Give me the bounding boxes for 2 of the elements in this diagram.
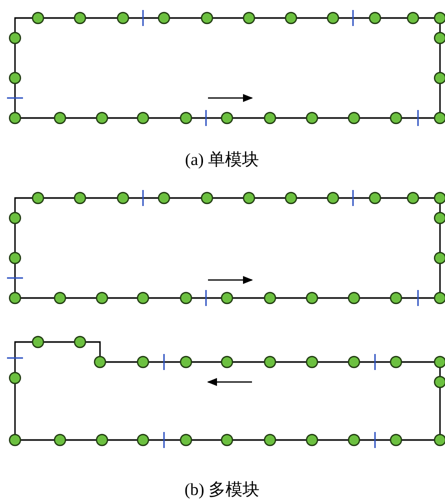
figure-caption: (b) 多模块 bbox=[184, 479, 260, 500]
figure-caption: (a) 单模块 bbox=[184, 149, 260, 171]
